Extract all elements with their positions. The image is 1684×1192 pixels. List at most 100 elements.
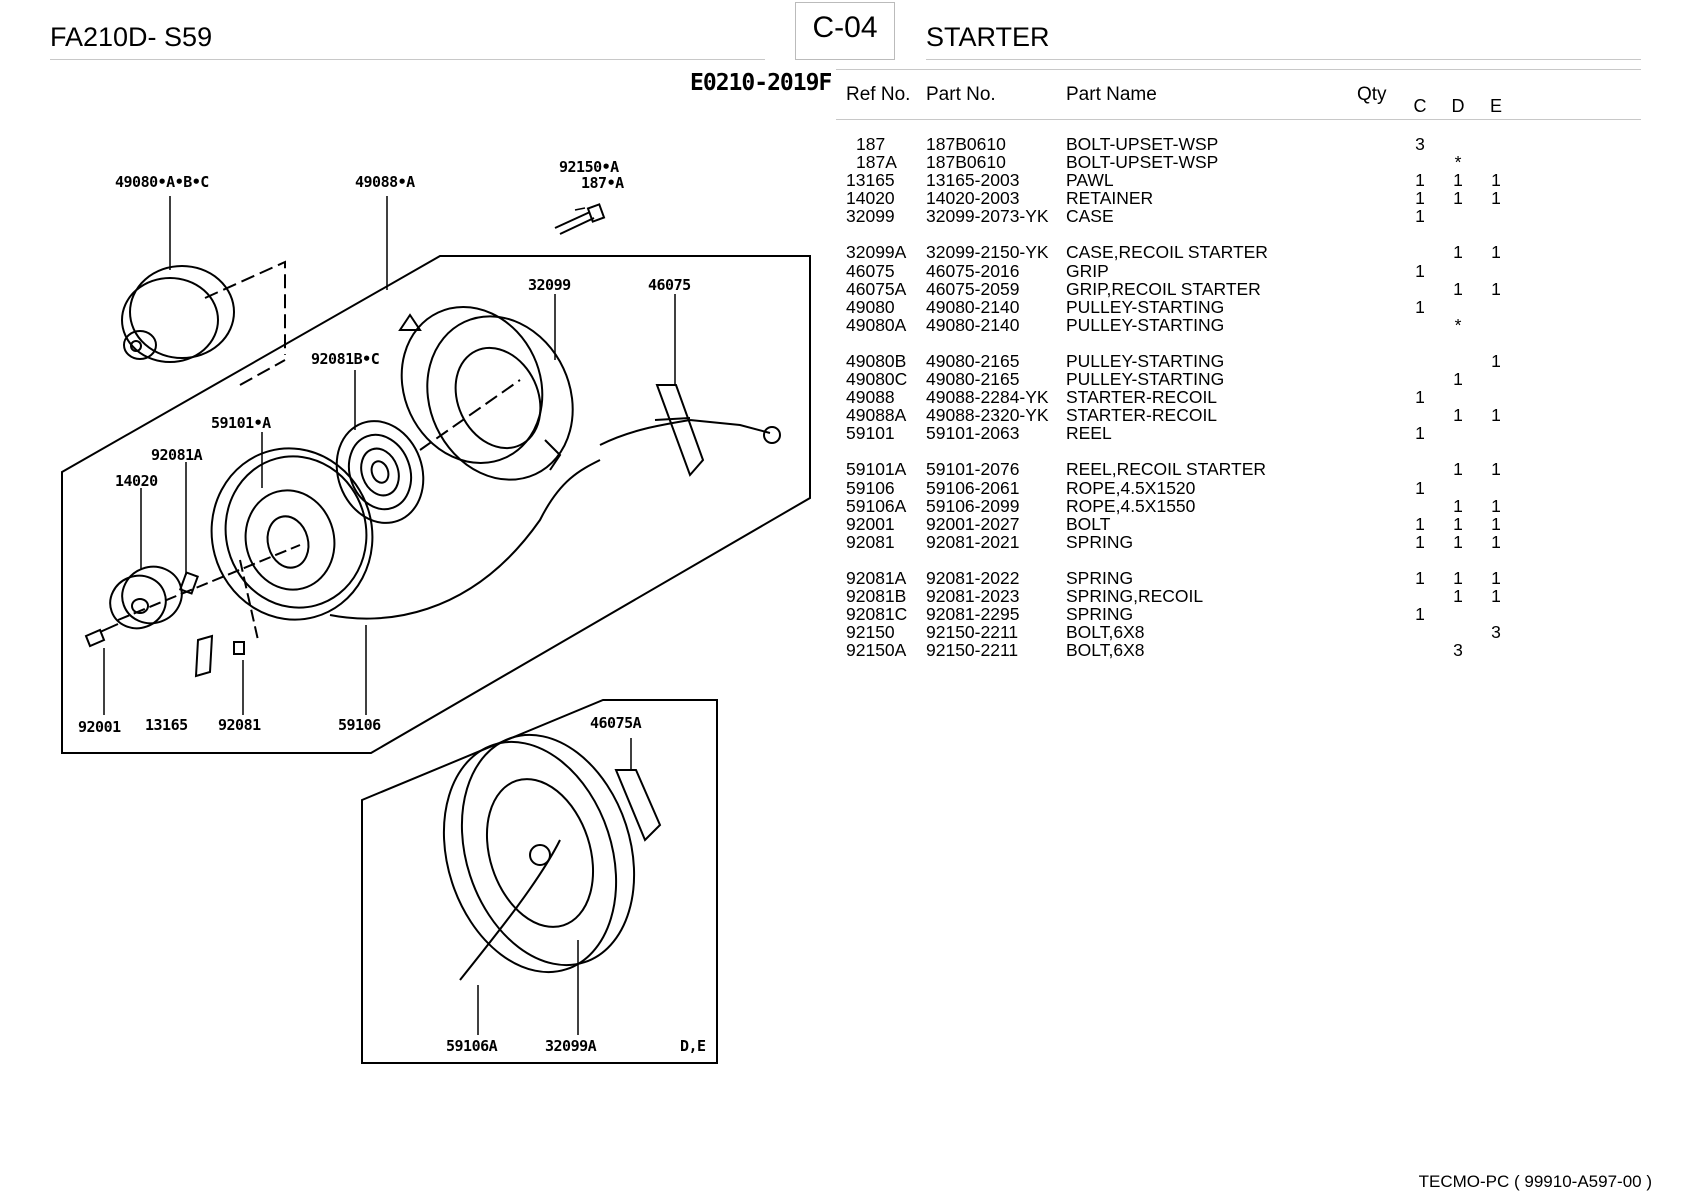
grip-drawing [599,384,781,477]
part-name-cell: BOLT-UPSET-WSP [1066,134,1219,154]
part-no-cell: 14020-2003 [926,188,1020,209]
ref-cell: 13165 [846,170,895,191]
part-no-cell: 49080-2140 [926,314,1020,335]
qty-e-cell: 1 [1491,459,1501,480]
qty-c-cell: 1 [1415,531,1425,552]
part-name-cell: RETAINER [1066,188,1154,209]
ref-cell: 14020 [846,188,895,209]
part-no-cell: 92081-2023 [926,585,1020,606]
qty-d-cell: 1 [1453,495,1463,516]
qty-c-cell: 3 [1415,134,1425,154]
header-ref-no: Ref No. [846,84,911,105]
header-part-name: Part Name [1066,84,1157,105]
header-rule-left [50,59,765,60]
part-no-cell: 92081-2021 [926,531,1020,552]
part-no-cell: 187B0610 [926,134,1006,154]
part-no-cell: 32099-2150-YK [926,242,1049,263]
header-qty: Qty [1357,84,1387,105]
qty-c-cell: 1 [1415,188,1425,209]
part-name-cell: GRIP [1066,260,1109,281]
exploded-diagram: 49080•A•B•C 49088•A 92150•A 187•A 32099 … [61,158,811,1064]
part-name-cell: PULLEY-STARTING [1066,369,1225,390]
qty-d-cell: 3 [1453,640,1463,661]
recoil-spring-drawing [335,420,425,524]
ref-cell: 46075 [846,260,895,281]
qty-d-cell: * [1454,152,1462,173]
part-no-cell: 92001-2027 [926,513,1020,534]
model-title: FA210D- S59 [50,22,213,52]
ref-cell: 187 [856,134,886,154]
qty-e-cell: 1 [1491,170,1501,191]
pawl-drawing [194,634,214,678]
qty-e-cell: 1 [1491,188,1501,209]
qty-c-cell: 1 [1415,296,1425,317]
header-col-c: C [1413,96,1427,116]
qty-d-cell: 1 [1453,531,1463,552]
callout-14020: 14020 [115,472,158,490]
qty-d-cell: 1 [1453,242,1463,263]
qty-d-cell: 1 [1453,585,1463,606]
part-name-cell: PAWL [1066,170,1114,191]
part-no-cell: 49080-2140 [926,296,1020,317]
part-no-cell: 59106-2061 [926,477,1020,498]
qty-d-cell: * [1454,314,1462,335]
part-name-cell: STARTER-RECOIL [1066,405,1218,426]
part-name-cell: SPRING [1066,567,1134,588]
ref-cell: 49080A [846,314,907,335]
qty-d-cell: 1 [1453,170,1463,191]
qty-c-cell: 1 [1415,513,1425,534]
qty-e-cell: 1 [1491,567,1501,588]
qty-c-cell: 1 [1415,206,1425,227]
ref-cell: 92081C [846,604,908,625]
qty-e-cell: 1 [1491,350,1501,371]
part-name-cell: BOLT,6X8 [1066,622,1145,643]
callout-32099a: 32099A [545,1037,597,1055]
qty-e-cell: 1 [1491,405,1501,426]
part-name-cell: ROPE,4.5X1550 [1066,495,1196,516]
footer-code: TECMO-PC ( 99910-A597-00 ) [1418,1172,1652,1191]
header-col-e: E [1489,96,1502,116]
part-name-cell: ROPE,4.5X1520 [1066,477,1196,498]
header-col-d: D [1451,96,1465,116]
ref-cell: 59106A [846,495,907,516]
ref-cell: 49088 [846,387,895,408]
qty-e-cell: 1 [1491,495,1501,516]
part-name-cell: PULLEY-STARTING [1066,296,1225,317]
ref-cell: 49080B [846,350,907,371]
qty-c-cell: 1 [1415,260,1425,281]
header-part-no: Part No. [926,84,996,105]
table-header-rule [836,119,1641,120]
ref-cell: 92081B [846,585,907,606]
part-no-cell: 92081-2295 [926,604,1020,625]
part-no-cell: 49088-2320-YK [926,405,1049,426]
qty-d-cell: 1 [1453,278,1463,299]
ref-cell: 59101 [846,423,895,444]
qty-e-cell: 1 [1491,242,1501,263]
ref-cell: 92081 [846,531,895,552]
part-no-cell: 59101-2076 [926,459,1020,480]
callout-92081: 92081 [218,716,261,734]
callout-49080abc: 49080•A•B•C [115,173,209,191]
qty-d-cell: 1 [1453,567,1463,588]
qty-d-cell: 1 [1453,405,1463,426]
page-code: C-04 [795,2,895,60]
callout-187a: 187•A [581,174,624,192]
retainer-drawing [109,565,183,630]
qty-e-cell: 3 [1491,622,1501,643]
table-top-rule [836,69,1641,70]
ref-cell: 92150A [846,640,907,661]
callout-59106: 59106 [338,716,381,734]
part-no-cell: 32099-2073-YK [926,206,1049,227]
part-name-cell: GRIP,RECOIL STARTER [1066,278,1261,299]
